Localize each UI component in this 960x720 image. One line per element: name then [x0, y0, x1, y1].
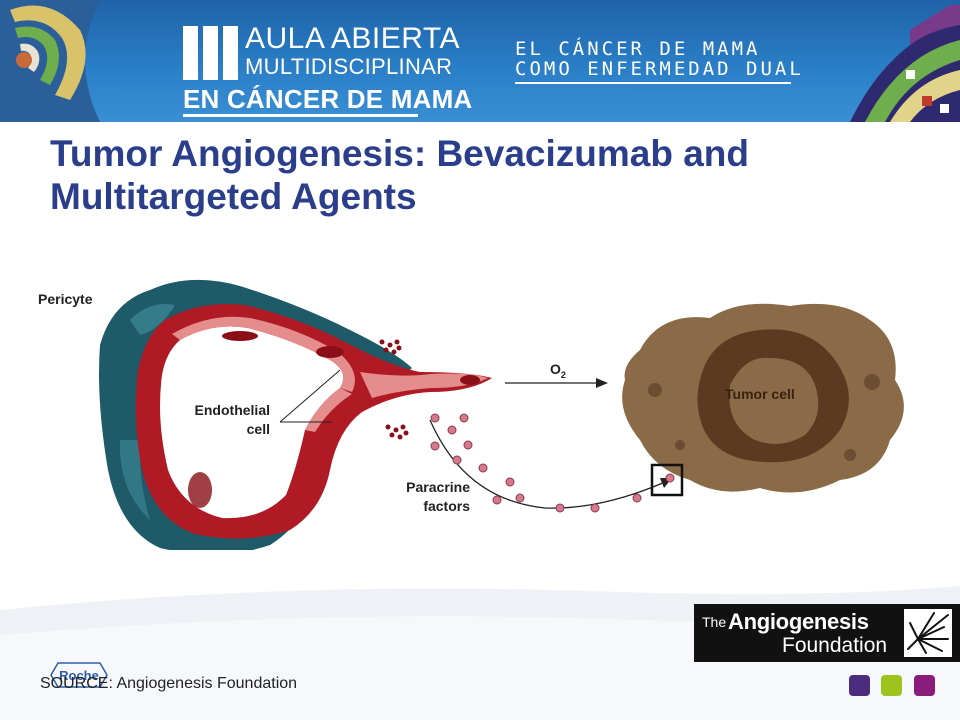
paracrine-factor-dots: [430, 413, 675, 513]
label-tumor-cell: Tumor cell: [725, 386, 795, 402]
logo-text-line2: MULTIDISCIPLINAR: [245, 54, 453, 79]
label-paracrine-factors: Paracrine factors: [350, 478, 470, 516]
foundation-name-line1: Angiogenesis: [728, 609, 869, 634]
header-mosaic-art-left: [0, 0, 100, 122]
nav-square-purple[interactable]: [849, 675, 870, 696]
angiogenesis-diagram: [99, 279, 904, 550]
nav-square-green[interactable]: [881, 675, 902, 696]
slide-title-line1: Tumor Angiogenesis: Bevacizumab and: [50, 133, 750, 174]
source-citation: SOURCE: Angiogenesis Foundation: [40, 675, 298, 692]
label-endothelial-cell: Endothelial cell: [150, 401, 270, 439]
label-oxygen-subscript: 2: [560, 369, 566, 380]
slide-title-line2: Multitargeted Agents: [50, 176, 417, 217]
event-title-line2: COMO ENFERMEDAD DUAL: [515, 58, 804, 80]
foundation-name-line2: Foundation: [782, 634, 888, 657]
angiogenesis-foundation-logo: The Angiogenesis Foundation: [694, 604, 960, 662]
roche-logo: Roche: [50, 662, 108, 688]
logo-roman-numeral: [183, 26, 239, 80]
label-pericyte: Pericyte: [38, 291, 93, 307]
growth-factor-clusters: [379, 339, 409, 440]
vessel-lumen: [160, 326, 344, 519]
nav-square-magenta[interactable]: [914, 675, 935, 696]
foundation-prefix: The: [702, 614, 727, 630]
label-oxygen-symbol: O: [550, 361, 561, 377]
roche-logo-text: Roche: [59, 668, 99, 683]
starburst-icon: [904, 609, 952, 657]
logo-text-line1: AULA ABIERTA: [245, 22, 460, 55]
label-oxygen: O2: [550, 361, 566, 380]
header-banner: AULA ABIERTA MULTIDISCIPLINAR EN CÁNCER …: [0, 0, 960, 122]
event-title-line1: EL CÁNCER DE MAMA: [515, 38, 761, 60]
label-endothelial-line1: Endothelial: [194, 402, 270, 418]
label-paracrine-line2: factors: [423, 498, 470, 514]
header-mosaic-art-right: [850, 5, 960, 122]
slide-title: Tumor Angiogenesis: Bevacizumab and Mult…: [50, 132, 910, 218]
logo-text-line3: EN CÁNCER DE MAMA: [183, 84, 473, 114]
event-title-rule: [515, 82, 791, 84]
logo-underline: [183, 114, 418, 117]
label-paracrine-line1: Paracrine: [406, 479, 470, 495]
label-endothelial-line2: cell: [246, 421, 270, 437]
